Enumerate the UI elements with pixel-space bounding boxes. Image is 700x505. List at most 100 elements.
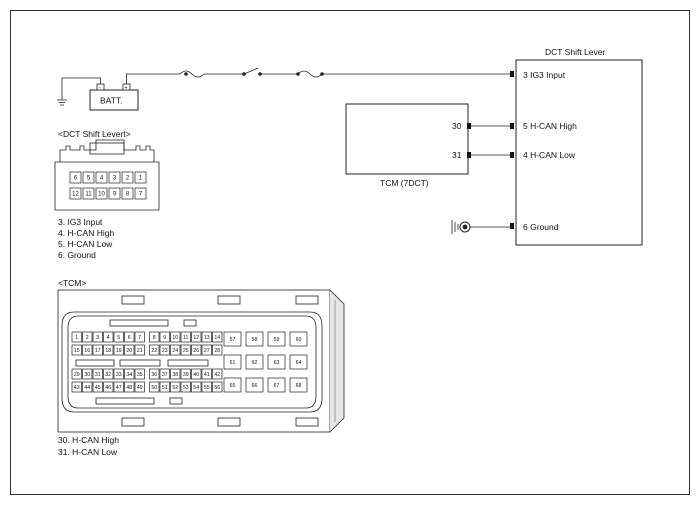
tcm-pin-21: 21 <box>134 344 145 356</box>
shift-connector <box>54 139 160 211</box>
pin-number-label: 24 <box>172 348 178 354</box>
tcm-pin-67: 67 <box>267 377 286 393</box>
pin-number-label: 15 <box>74 348 80 354</box>
tcm-pin-51: 51 <box>159 381 170 393</box>
tcm-connector-side-flange <box>329 289 345 433</box>
pin-number-label: 31 <box>95 372 101 378</box>
pin-number-label: 12 <box>72 192 79 198</box>
tcm-pin-65: 65 <box>223 377 242 393</box>
pin-number-label: 57 <box>230 337 236 343</box>
tcm-pin-16: 16 <box>82 344 93 356</box>
tcm-pin-46: 46 <box>103 381 114 393</box>
pin-number-label: 11 <box>183 335 188 341</box>
pin-number-label: 20 <box>126 348 132 354</box>
tcm-pin-31: 31 <box>92 368 103 380</box>
pin-number-label: 14 <box>214 335 220 341</box>
fuse-2-symbol <box>297 70 323 78</box>
tcm-pin-7: 7 <box>134 331 145 343</box>
shift-legend-line-3: 5. H-CAN Low <box>58 239 113 249</box>
pin-number-label: 28 <box>214 348 220 354</box>
shift-pin-5-terminal <box>510 123 514 129</box>
shift-connector-title: <DCT Shift Levert> <box>58 129 131 139</box>
pin-number-label: 16 <box>84 348 90 354</box>
pin-number-label: 48 <box>126 385 132 391</box>
pin-number-label: 4 <box>100 176 104 182</box>
pin-number-label: 27 <box>204 348 210 354</box>
switch-symbol <box>243 67 259 75</box>
tcm-pin-40: 40 <box>191 368 202 380</box>
pin-number-label: 43 <box>74 385 80 391</box>
tcm-pin-66: 66 <box>245 377 264 393</box>
pin-number-label: 53 <box>183 385 189 391</box>
tcm-connector-housing <box>57 289 331 433</box>
pin-number-label: 44 <box>84 385 90 391</box>
tcm-pin-24: 24 <box>170 344 181 356</box>
shift-legend-line-4: 6. Ground <box>58 250 96 260</box>
shift-pin-11: 11 <box>82 187 95 200</box>
pin-number-label: 6 <box>74 176 78 182</box>
shift-pin-5: 5 <box>82 171 95 184</box>
pin-number-label: 10 <box>172 335 178 341</box>
ground-wire <box>57 77 101 106</box>
pin-number-label: 18 <box>105 348 111 354</box>
shift-pin-7: 7 <box>134 187 147 200</box>
pin-number-label: 50 <box>151 385 157 391</box>
pin-number-label: 5 <box>87 176 91 182</box>
tcm-pin-50: 50 <box>149 381 160 393</box>
tcm-pin-44: 44 <box>82 381 93 393</box>
tcm-pin-39: 39 <box>180 368 191 380</box>
tcm-pin-18: 18 <box>103 344 114 356</box>
tcm-pin-31-number: 31 <box>452 150 462 160</box>
tcm-module-box <box>345 103 469 175</box>
pin-number-label: 29 <box>74 372 80 378</box>
tcm-legend-line-1: 30. H-CAN High <box>58 435 119 445</box>
pin-number-label: 2 <box>126 176 130 182</box>
pin-number-label: 2 <box>86 335 89 341</box>
tcm-connector-title: <TCM> <box>58 278 86 288</box>
pin-number-label: 3 <box>96 335 99 341</box>
shift-lever-module: DCT Shift Lever 3 IG3 Input 5 H-CAN High… <box>510 47 643 246</box>
shift-pin-6-label: 6 Ground <box>523 222 559 232</box>
tcm-legend-line-2: 31. H-CAN Low <box>58 447 118 457</box>
tcm-pin-26: 26 <box>191 344 202 356</box>
tcm-pin-30-number: 30 <box>452 121 462 131</box>
pin-number-label: 33 <box>116 372 122 378</box>
tcm-pin-25: 25 <box>180 344 191 356</box>
tcm-pin-5: 5 <box>113 331 124 343</box>
shift-pin-1: 1 <box>134 171 147 184</box>
shift-pin-3-label: 3 IG3 Input <box>523 70 566 80</box>
pin-number-label: 11 <box>85 192 92 198</box>
diagram-frame <box>10 10 690 495</box>
pin-number-label: 56 <box>214 385 220 391</box>
shift-pin-6: 6 <box>69 171 82 184</box>
pin-number-label: 9 <box>163 335 166 341</box>
tcm-pin-31-terminal <box>467 152 471 158</box>
tcm-pin-6: 6 <box>124 331 135 343</box>
fuse-1-symbol <box>179 70 205 78</box>
shift-pin-3: 3 <box>108 171 121 184</box>
pin-number-label: 26 <box>193 348 199 354</box>
pin-number-label: 13 <box>204 335 210 341</box>
pin-number-label: 47 <box>116 385 122 391</box>
pin-number-label: 7 <box>139 192 143 198</box>
pin-number-label: 32 <box>105 372 111 378</box>
tcm-pin-36: 36 <box>149 368 160 380</box>
tcm-pin-56: 56 <box>212 381 223 393</box>
pin-number-label: 61 <box>230 360 236 366</box>
shift-pin-6-terminal <box>510 223 514 229</box>
pin-number-label: 12 <box>193 335 199 341</box>
pin-number-label: 10 <box>98 192 105 198</box>
tcm-pin-55: 55 <box>201 381 212 393</box>
pin-number-label: 42 <box>214 372 220 378</box>
shift-pin-3-terminal <box>510 71 514 77</box>
pin-number-label: 6 <box>128 335 131 341</box>
pin-number-label: 37 <box>162 372 168 378</box>
pin-number-label: 67 <box>274 383 280 389</box>
pin-number-label: 68 <box>296 383 302 389</box>
pin-number-label: 35 <box>137 372 143 378</box>
tcm-pin-48: 48 <box>124 381 135 393</box>
pin-number-label: 5 <box>117 335 120 341</box>
pin-number-label: 64 <box>296 360 302 366</box>
tcm-pin-54: 54 <box>191 381 202 393</box>
